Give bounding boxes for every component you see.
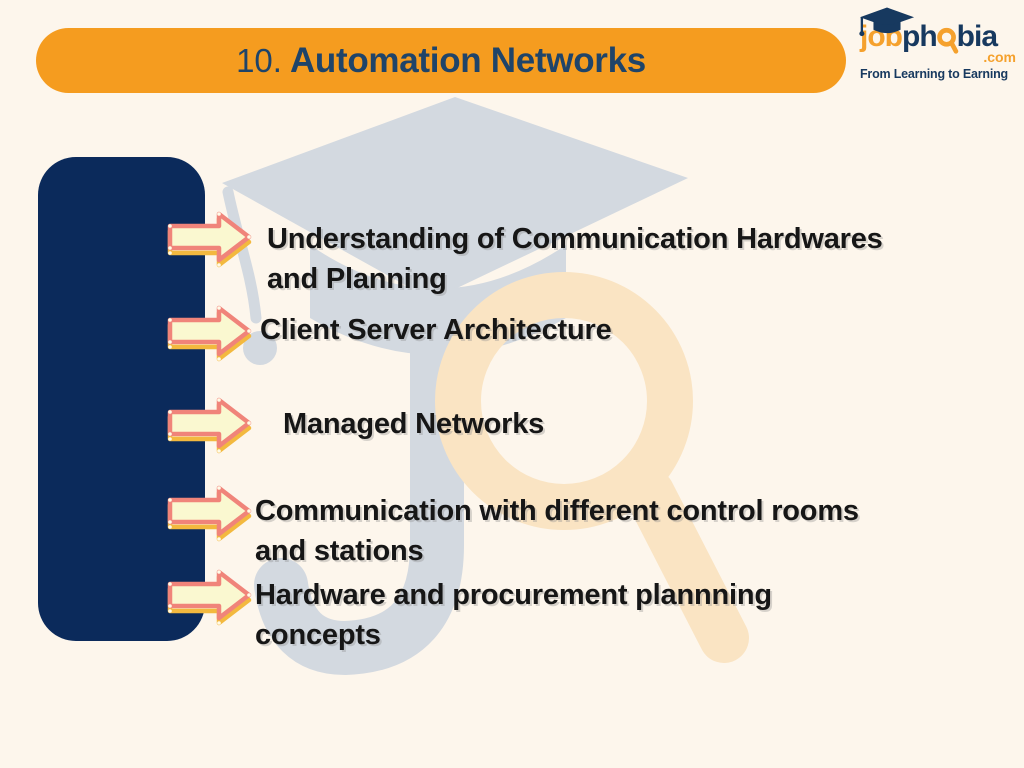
arrow-icon xyxy=(167,305,252,362)
header-banner: 10. Automation Networks xyxy=(36,28,846,93)
logo-text-ph: ph xyxy=(902,20,938,53)
bullet-line: Communication with different control roo… xyxy=(255,495,859,527)
graduation-cap-icon xyxy=(859,7,915,37)
bullet-line: Managed Networks xyxy=(283,408,545,440)
arrow-icon xyxy=(167,211,252,268)
bullet-line: and Planning xyxy=(267,263,447,295)
logo-text-bia: bia xyxy=(956,20,998,53)
bullet-text: Communication with different control roo… xyxy=(255,491,859,571)
bullet-line: Client Server Architecture xyxy=(260,314,612,346)
logo-tagline: From Learning to Earning xyxy=(860,67,1008,81)
bullet-text: Understanding of Communication Hardwares… xyxy=(267,219,883,299)
page-title: Automation Networks xyxy=(289,40,646,80)
magnifier-icon xyxy=(936,27,958,54)
arrow-icon xyxy=(167,569,252,626)
bullet-text: Client Server Architecture xyxy=(260,310,612,350)
logo-tld: .com xyxy=(983,49,1016,65)
bullet-text: Managed Networks xyxy=(283,404,544,444)
bullet-line: Understanding of Communication Hardwares xyxy=(267,223,883,255)
bullet-line: Hardware and procurement plannning xyxy=(255,579,772,611)
bullet-line: and stations xyxy=(255,535,424,567)
bullet-line: concepts xyxy=(255,619,381,651)
bullet-text: Hardware and procurement plannning conce… xyxy=(255,575,772,655)
header-number: 10. xyxy=(236,41,282,79)
arrow-icon xyxy=(167,485,252,542)
arrow-icon xyxy=(167,397,252,454)
